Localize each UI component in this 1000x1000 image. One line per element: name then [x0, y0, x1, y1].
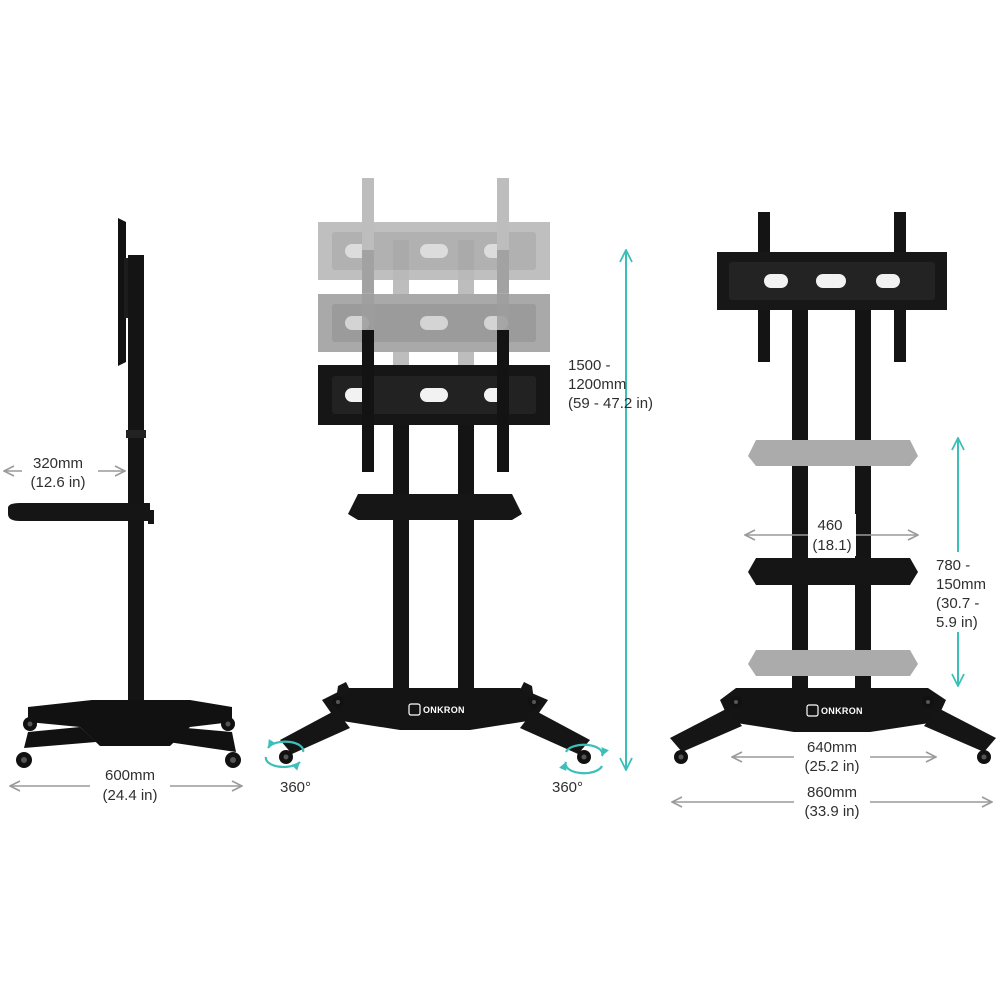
- height-range-label-mm: 1200mm: [568, 376, 626, 393]
- height-range-label: 1500 -: [568, 357, 611, 374]
- front-base: [322, 688, 548, 730]
- side-caster: [23, 717, 37, 731]
- side-column: [128, 255, 144, 710]
- side-view-stand: [8, 218, 241, 768]
- swivel-label-left: 360°: [280, 779, 311, 796]
- side-tv-panel: [118, 218, 126, 366]
- base-depth-label-inches: (24.4 in): [102, 787, 157, 804]
- swivel-arrow-right: [559, 743, 609, 775]
- wheel-span-inner-label: 640mm: [807, 739, 857, 756]
- shelf-height-label-inches: (30.7 -: [936, 595, 979, 612]
- shelf-width-label: 460: [817, 517, 842, 534]
- back-column-left: [792, 290, 808, 695]
- back-base: [720, 688, 946, 732]
- front-caster: [332, 696, 344, 708]
- side-shelf: [8, 503, 150, 521]
- back-shelf: [748, 558, 918, 585]
- wheel-span-inner-label-inches: (25.2 in): [804, 758, 859, 775]
- front-caster: [528, 696, 540, 708]
- wheel-span-outer-label: 860mm: [807, 784, 857, 801]
- front-tv-bracket: [318, 365, 550, 425]
- back-caster: [730, 696, 742, 708]
- front-caster: [577, 750, 591, 764]
- onkron-logo: ONKRON: [408, 703, 465, 716]
- shelf-width-label-inches: (18.1): [812, 537, 851, 554]
- back-view-stand: ONKRON: [670, 212, 996, 764]
- wheel-span-outer-label-inches: (33.9 in): [804, 803, 859, 820]
- svg-text:ONKRON: ONKRON: [821, 706, 863, 716]
- shelf-depth-label-inches: (12.6 in): [30, 474, 85, 491]
- svg-text:ONKRON: ONKRON: [423, 705, 465, 715]
- shelf-depth-label: 320mm: [33, 455, 83, 472]
- side-caster: [225, 752, 241, 768]
- front-rail-right: [497, 330, 509, 472]
- front-rail-left: [362, 330, 374, 472]
- ghost-shelf-top: [748, 440, 918, 466]
- swivel-label-right: 360°: [552, 779, 583, 796]
- onkron-logo: ONKRON: [806, 704, 863, 717]
- back-column-right: [855, 290, 871, 695]
- side-caster: [16, 752, 32, 768]
- front-caster: [279, 750, 293, 764]
- shelf-height-label: 780 -: [936, 557, 970, 574]
- ghost-bracket-middle: [318, 294, 550, 352]
- height-range-label-inches: (59 - 47.2 in): [568, 395, 653, 412]
- front-shelf: [348, 494, 522, 520]
- shelf-height-label-inches-2: 5.9 in): [936, 614, 978, 631]
- front-column-right: [458, 425, 474, 700]
- back-caster: [922, 696, 934, 708]
- swivel-arrow-left: [264, 739, 305, 771]
- back-caster: [674, 750, 688, 764]
- front-column-left: [393, 425, 409, 700]
- shelf-height-label-mm: 150mm: [936, 576, 986, 593]
- back-tv-bracket: [717, 252, 947, 310]
- ghost-bracket-top: [318, 222, 550, 280]
- ghost-shelf-bottom: [748, 650, 918, 676]
- back-caster: [977, 750, 991, 764]
- side-caster: [221, 717, 235, 731]
- base-depth-label: 600mm: [105, 767, 155, 784]
- front-view-stand: ONKRON: [279, 178, 591, 764]
